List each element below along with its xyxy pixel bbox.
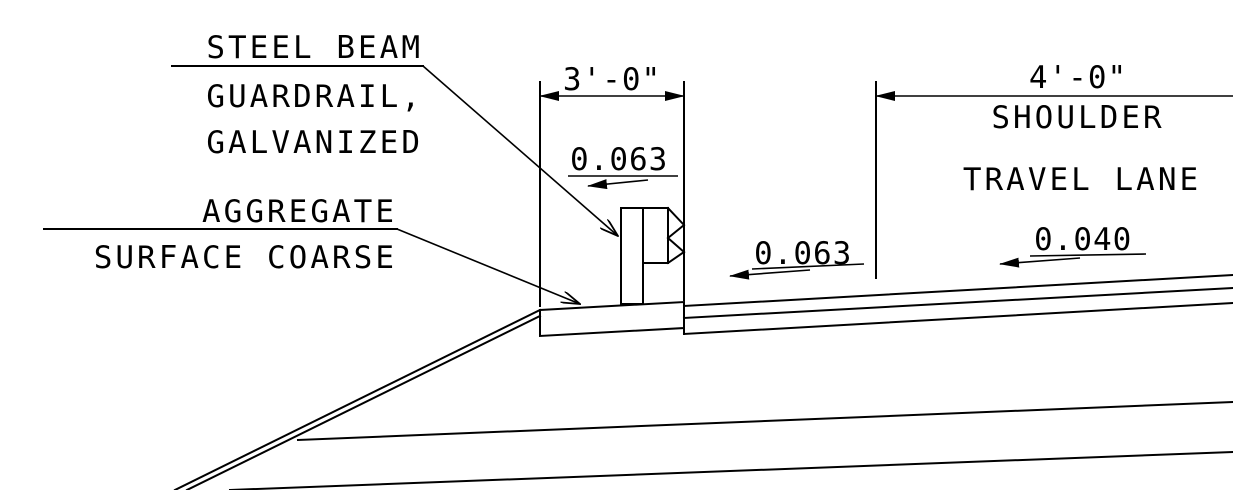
- guardrail-post: [620, 206, 686, 305]
- slope-guardrail-text: 0.063: [570, 142, 668, 178]
- guardrail-width-text: 3'-0": [563, 62, 661, 98]
- embankment-slope: [173, 308, 542, 490]
- aggregate-callout: AGGREGATE SURFACE COARSE: [43, 194, 580, 304]
- slope-shoulder: 0.063: [729, 236, 865, 280]
- aggregate-label-line1: AGGREGATE: [202, 194, 397, 230]
- shoulder-label: SHOULDER: [991, 100, 1164, 136]
- travel-lane-label: TRAVEL LANE: [963, 162, 1201, 198]
- aggregate-surface-coarse-block: [539, 300, 685, 338]
- shoulder-width-dimension: 4'-0": [875, 60, 1233, 279]
- slope-guardrail-area: 0.063: [568, 142, 678, 190]
- steel-beam-label-line2: GUARDRAIL,: [206, 79, 423, 115]
- steel-beam-callout: STEEL BEAM GUARDRAIL, GALVANIZED: [171, 30, 618, 236]
- steel-beam-label-line3: GALVANIZED: [206, 125, 423, 161]
- aggregate-label-line2: SURFACE COARSE: [94, 240, 397, 276]
- slope-travel-lane: 0.040: [999, 222, 1147, 268]
- slope-travel-lane-text: 0.040: [1034, 222, 1132, 258]
- shoulder-width-text: 4'-0": [1029, 60, 1127, 96]
- pavement-surface: [682, 273, 1233, 336]
- steel-beam-label-line1: STEEL BEAM: [206, 30, 423, 66]
- subgrade-lines: [228, 400, 1233, 490]
- guardrail-width-dimension: 3'-0": [539, 62, 685, 307]
